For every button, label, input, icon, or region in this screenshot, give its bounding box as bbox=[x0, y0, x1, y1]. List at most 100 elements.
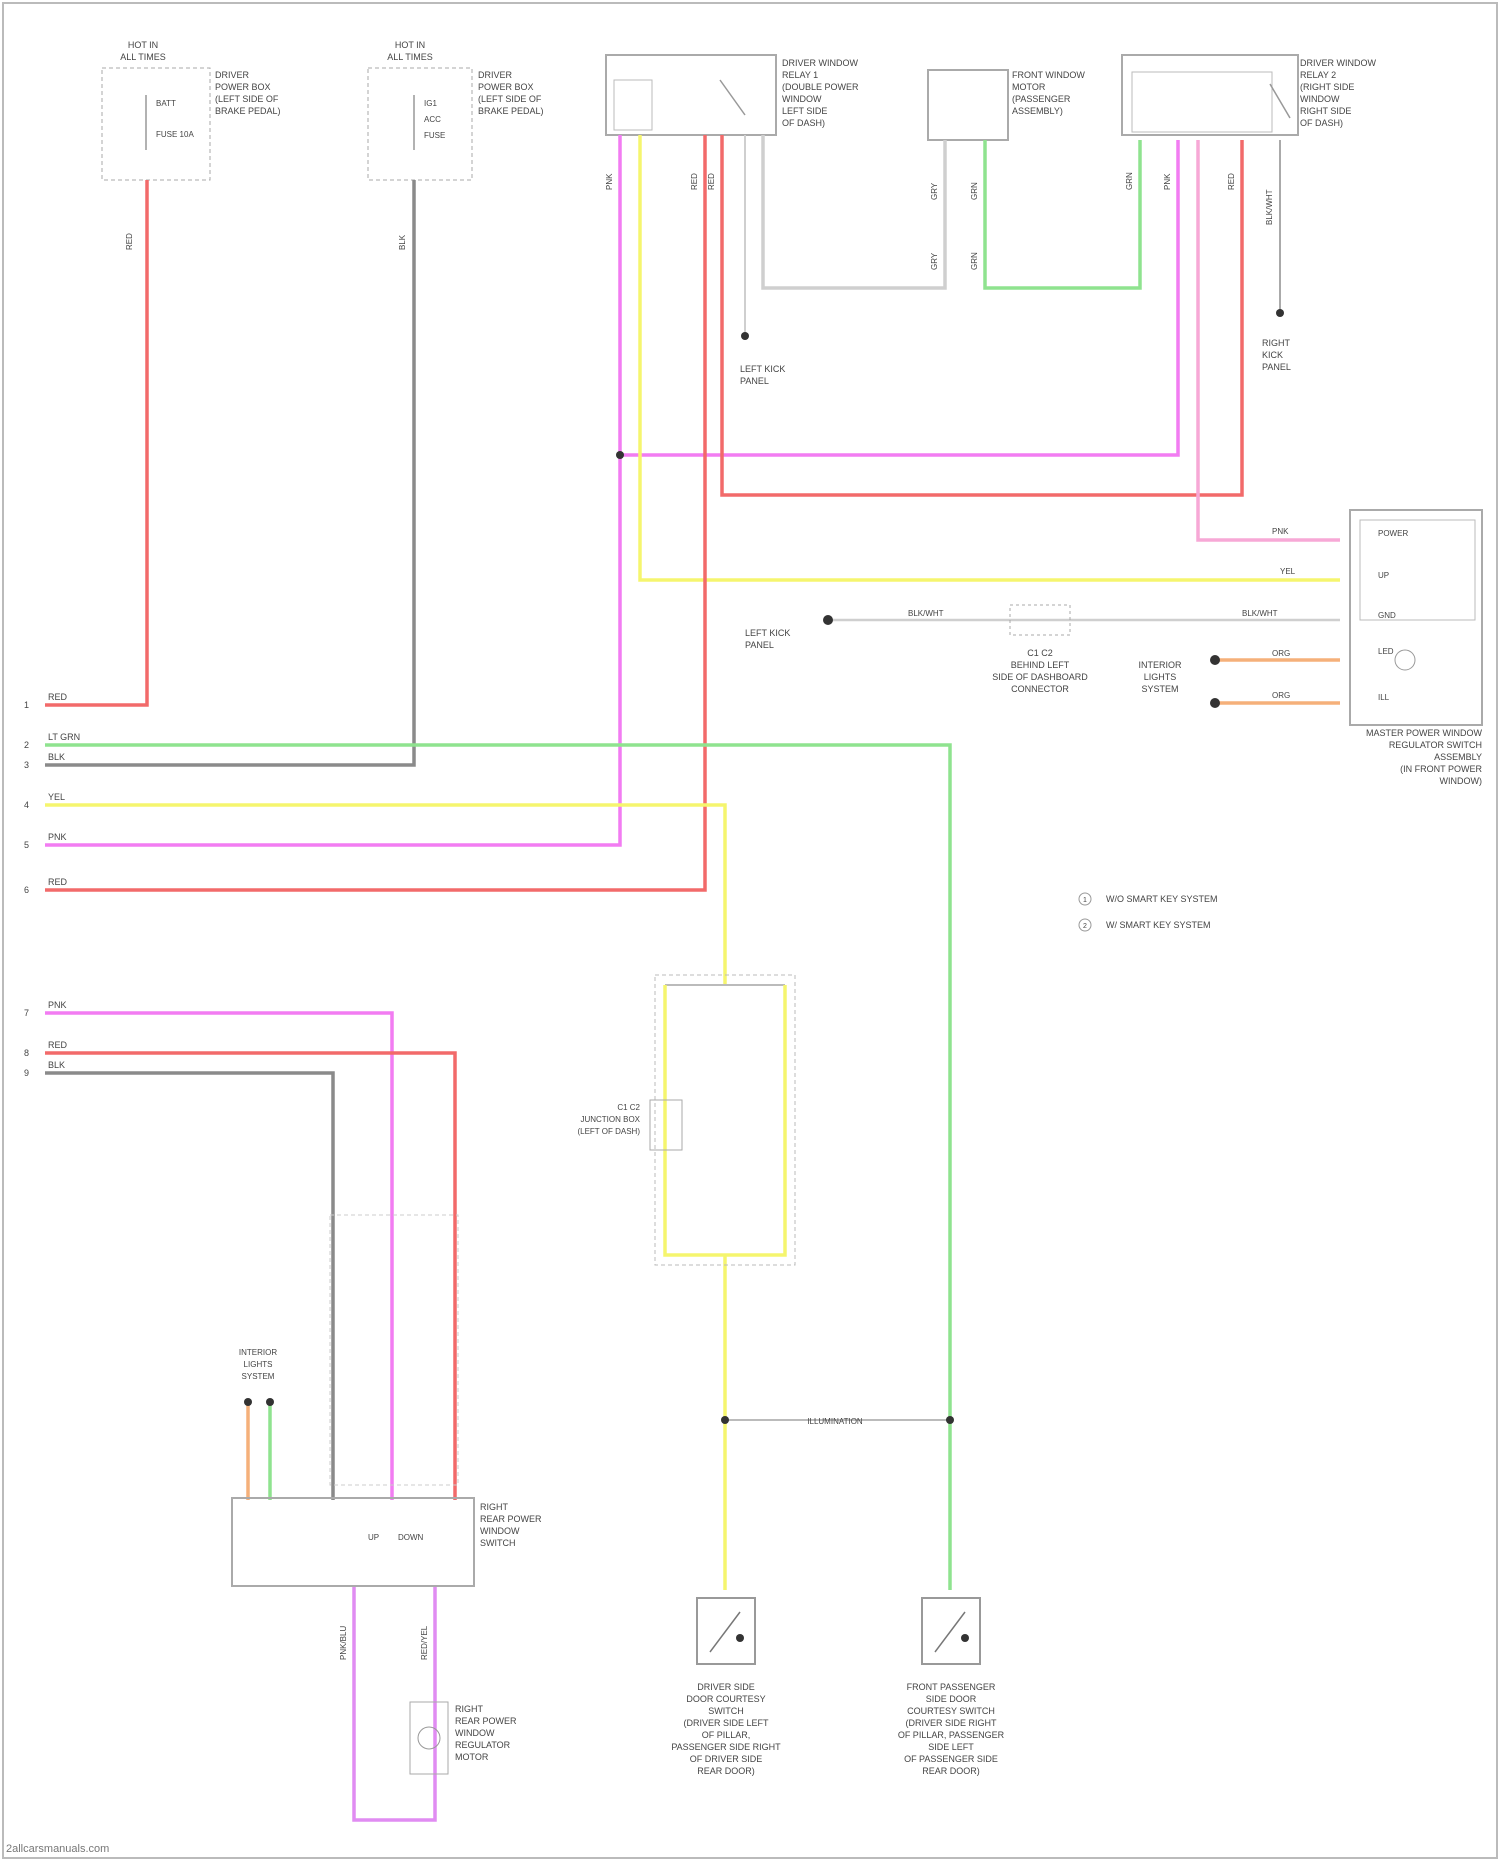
rear-switch-label-4: SWITCH bbox=[480, 1538, 516, 1548]
relay-left-wire-1: PNK bbox=[605, 173, 614, 190]
relay-left-label-6: OF DASH) bbox=[782, 118, 825, 128]
switch-wire-5: ORG bbox=[1272, 649, 1290, 658]
fuse-mid-pin-3: FUSE bbox=[424, 131, 445, 140]
switch-wire-6: ORG bbox=[1272, 691, 1290, 700]
ground-right: RIGHT KICK PANEL bbox=[1262, 309, 1291, 372]
fuse-mid-label-4: BRAKE PEDAL) bbox=[478, 106, 544, 116]
switch-pin-1: POWER bbox=[1378, 529, 1408, 538]
legend-mark-2: 2 bbox=[1083, 923, 1087, 930]
bus-pin-4: 4 bbox=[24, 800, 29, 810]
ground-left-line-1: LEFT KICK bbox=[740, 364, 785, 374]
junction-block: C1 C2 JUNCTION BOX (LEFT OF DASH) ILLUMI… bbox=[577, 975, 862, 1426]
ground-mid: LEFT KICK PANEL bbox=[745, 615, 833, 650]
fuse-mid-label-1: DRIVER bbox=[478, 70, 513, 80]
master-window-switch: POWER UP GND LED ILL MASTER POWER WINDOW… bbox=[1350, 510, 1482, 786]
bottom-lights-line-2: LIGHTS bbox=[244, 1360, 273, 1369]
illumination-line-3: SYSTEM bbox=[1141, 684, 1178, 694]
bus2-pin-1: 7 bbox=[24, 1008, 29, 1018]
switch-wire-1: PNK bbox=[1272, 527, 1289, 536]
relay-left-wire-2: RED bbox=[690, 173, 699, 190]
legend: 1 W/O SMART KEY SYSTEM 2 W/ SMART KEY SY… bbox=[1079, 893, 1218, 931]
legend-text-1: W/O SMART KEY SYSTEM bbox=[1106, 894, 1218, 904]
door-switch-right: FRONT PASSENGER SIDE DOOR COURTESY SWITC… bbox=[898, 1598, 1005, 1776]
relay-right-label-5: RIGHT SIDE bbox=[1300, 106, 1351, 116]
fuse-left-label-1: DRIVER bbox=[215, 70, 250, 80]
rear-switch-label-2: REAR POWER bbox=[480, 1514, 542, 1524]
bus-pin-2: 2 bbox=[24, 740, 29, 750]
connector-mid-line-1: C1 C2 bbox=[1027, 648, 1053, 658]
ground-right-line-3: PANEL bbox=[1262, 362, 1291, 372]
motor-wire-3: GRY bbox=[930, 252, 939, 270]
bottom-lights-line-1: INTERIOR bbox=[239, 1348, 277, 1357]
footer-watermark: 2allcarsmanuals.com bbox=[6, 1843, 109, 1855]
illumination-line-1: INTERIOR bbox=[1138, 660, 1182, 670]
bus2-pin-2: 8 bbox=[24, 1048, 29, 1058]
relay-right-wire-1: GRN bbox=[1125, 172, 1134, 190]
switch-pin-3: GND bbox=[1378, 611, 1396, 620]
ground-right-line-2: KICK bbox=[1262, 350, 1283, 360]
bus-pin-1: 1 bbox=[24, 700, 29, 710]
rear-switch-pin-2: DOWN bbox=[398, 1533, 424, 1542]
rear-connector-block bbox=[330, 1215, 458, 1485]
bus-wire-4: YEL bbox=[48, 792, 65, 802]
switch-pin-2: UP bbox=[1378, 571, 1389, 580]
motor-wire-1: GRY bbox=[930, 182, 939, 200]
relay-right: DRIVER WINDOW RELAY 2 (RIGHT SIDE WINDOW… bbox=[1122, 55, 1377, 135]
rear-motor-label-4: REGULATOR bbox=[455, 1740, 511, 1750]
switch-pin-4: LED bbox=[1378, 647, 1394, 656]
fuse-mid-label-2: POWER BOX bbox=[478, 82, 534, 92]
splice-points bbox=[616, 451, 954, 1424]
rear-switch-pin-1: UP bbox=[368, 1533, 379, 1542]
door-left-label-2: DOOR COURTESY bbox=[686, 1694, 765, 1704]
bus-wire-5: PNK bbox=[48, 832, 67, 842]
motor-mid-label-2: MOTOR bbox=[1012, 82, 1046, 92]
relay-right-wire-2: PNK bbox=[1163, 173, 1172, 190]
rear-motor-label-2: REAR POWER bbox=[455, 1716, 517, 1726]
door-left-label-4: (DRIVER SIDE LEFT bbox=[683, 1718, 769, 1728]
fuse-left-label-4: BRAKE PEDAL) bbox=[215, 106, 281, 116]
rear-switch-wire-1: PNK/BLU bbox=[339, 1626, 348, 1660]
relay-right-label-2: RELAY 2 bbox=[1300, 70, 1336, 80]
mid-block-line-3: (LEFT OF DASH) bbox=[577, 1127, 640, 1136]
bus-pin-3: 3 bbox=[24, 760, 29, 770]
fuse-mid-line-2: ALL TIMES bbox=[387, 52, 433, 62]
fuse-left-line-1: HOT IN bbox=[128, 40, 158, 50]
bus2-wire-3: BLK bbox=[48, 1060, 65, 1070]
left-bus-labels: 1 RED 2 LT GRN 3 BLK 4 YEL 5 PNK 6 RED 7… bbox=[24, 692, 80, 1078]
relay-left-label-2: RELAY 1 bbox=[782, 70, 818, 80]
connector-mid-line-3: SIDE OF DASHBOARD bbox=[992, 672, 1088, 682]
relay-left-label-5: LEFT SIDE bbox=[782, 106, 827, 116]
ground-left-line-2: PANEL bbox=[740, 376, 769, 386]
mid-block-line-1: C1 C2 bbox=[617, 1103, 640, 1112]
rear-switch-label-1: RIGHT bbox=[480, 1502, 509, 1512]
fuse-left-pin-1: BATT bbox=[156, 99, 176, 108]
connector-mid-line-4: CONNECTOR bbox=[1011, 684, 1069, 694]
relay-left-label-3: (DOUBLE POWER bbox=[782, 82, 859, 92]
top-wire-labels: RED BLK PNK RED RED GRY GRN GRY GRN GRN … bbox=[125, 172, 1274, 270]
motor-mid-label-1: FRONT WINDOW bbox=[1012, 70, 1085, 80]
fuse-left-wire: RED bbox=[125, 233, 134, 250]
door-left-label-3: SWITCH bbox=[708, 1706, 744, 1716]
bus-pin-6: 6 bbox=[24, 885, 29, 895]
switch-wire-2: YEL bbox=[1280, 567, 1296, 576]
door-right-label-7: OF PASSENGER SIDE bbox=[904, 1754, 998, 1764]
switch-label-5: WINDOW) bbox=[1440, 776, 1483, 786]
rear-motor-label-1: RIGHT bbox=[455, 1704, 484, 1714]
ground-mid-line-1: LEFT KICK bbox=[745, 628, 790, 638]
fuse-mid-pin-1: IG1 bbox=[424, 99, 437, 108]
door-right-label-5: OF PILLAR, PASSENGER bbox=[898, 1730, 1005, 1740]
rear-window-motor: RIGHT REAR POWER WINDOW REGULATOR MOTOR bbox=[410, 1702, 517, 1774]
door-switch-left: DRIVER SIDE DOOR COURTESY SWITCH (DRIVER… bbox=[671, 1598, 781, 1776]
relay-left: DRIVER WINDOW RELAY 1 (DOUBLE POWER WIND… bbox=[606, 55, 859, 135]
relay-right-label-3: (RIGHT SIDE bbox=[1300, 82, 1354, 92]
bus2-pin-3: 9 bbox=[24, 1068, 29, 1078]
ground-right-line-1: RIGHT bbox=[1262, 338, 1291, 348]
door-right-label-4: (DRIVER SIDE RIGHT bbox=[905, 1718, 997, 1728]
wires bbox=[45, 135, 1340, 1820]
relay-right-wire-3: RED bbox=[1227, 173, 1236, 190]
switch-label-3: ASSEMBLY bbox=[1434, 752, 1482, 762]
switch-wire-4: BLK/WHT bbox=[1242, 609, 1278, 618]
bus-wire-6: RED bbox=[48, 877, 68, 887]
switch-pin-5: ILL bbox=[1378, 693, 1390, 702]
page-border bbox=[3, 3, 1497, 1858]
